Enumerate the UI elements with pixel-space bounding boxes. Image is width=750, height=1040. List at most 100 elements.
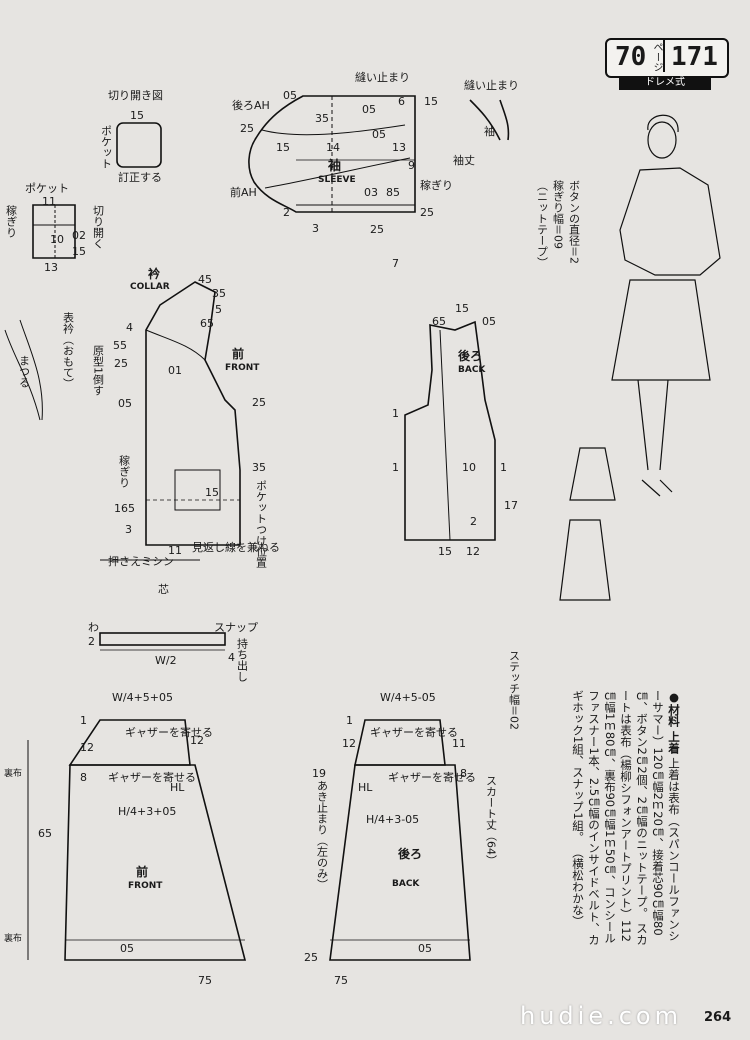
sleeve-dim-18: 7 <box>392 257 399 270</box>
waistband-dim-1: 2 <box>88 635 95 648</box>
skirt-back-dim-3: 11 <box>452 737 466 750</box>
page-reference-badge: 70 ページ 171 ドレメ式 <box>605 38 731 90</box>
materials-line-2: スカートは表布（楊柳シフォンアートプリント）112㎝幅1ｍ80㎝、裏布90㎝幅1… <box>571 690 649 946</box>
back-dim-10: 15 <box>438 545 452 558</box>
skirt-front-bottom: 05 <box>120 942 134 955</box>
stitch-stop-detail <box>469 99 510 141</box>
collar-title-en: COLLAR <box>130 282 170 292</box>
skirt-front-hem: 75 <box>198 974 212 987</box>
front-title-ja: 前 <box>232 347 245 361</box>
watermark: hudie.com <box>520 1002 682 1030</box>
sleeve-dim-15: 3 <box>312 222 319 235</box>
sleeve-dim-2: 35 <box>315 112 329 125</box>
skirt-front-dim-4: 8 <box>80 771 87 784</box>
waistband-snap: スナップ <box>214 621 258 634</box>
skirt-back-hip-formula: H/4+3-05 <box>366 813 420 826</box>
pocket-dim-4: 15 <box>72 245 86 258</box>
skirt-front-length: 65 <box>38 827 52 840</box>
back-dim-6: 10 <box>462 461 476 474</box>
tsuru-label: まつる <box>17 355 31 388</box>
skirt-front-hip-formula: H/4+3+05 <box>118 805 177 818</box>
back-dim-1: 15 <box>455 302 469 315</box>
sleeve-stop-label: 縫い止まり <box>355 71 410 84</box>
skirt-back-dim-8: 75 <box>334 974 348 987</box>
pocket-dim-2: 10 <box>50 233 64 246</box>
skirt-back-title-ja: 後ろ <box>398 847 423 861</box>
back-bodice-piece <box>404 320 496 541</box>
back-dim-9: 2 <box>470 515 477 528</box>
sleeve-dim-9: 05 <box>372 128 386 141</box>
collar-dim-3: 5 <box>215 303 222 316</box>
pocket-open-outline <box>116 122 162 168</box>
pocket-dim-1: 11 <box>42 195 56 208</box>
pocket-open-dim: 15 <box>130 109 144 122</box>
back-dim-2: 65 <box>432 315 446 328</box>
skirt-front-title-en: FRONT <box>128 881 163 891</box>
skirt-front-left-label-1: 裏布 <box>4 769 23 779</box>
basic-label: 原型1倒す <box>91 345 105 396</box>
skirt-back-dim-4: 19 <box>312 767 326 780</box>
front-dim-6: 01 <box>168 364 182 377</box>
badge-divider <box>663 40 665 72</box>
collar-title-ja: 衿 <box>148 267 161 281</box>
front-dim-5: 05 <box>118 397 132 410</box>
skirt-front-title-ja: 前 <box>136 865 149 879</box>
skirt-back-hl: HL <box>358 781 373 794</box>
front-dim-4: 25 <box>114 357 128 370</box>
sleeve-dim-16: 25 <box>420 206 434 219</box>
skirt-back-dim-5: 8 <box>460 767 467 780</box>
skirt-front-left-label-2: 裏布 <box>4 934 23 944</box>
sleeve-dim-5: 05 <box>362 103 376 116</box>
skirt-back-title-en: BACK <box>392 879 420 889</box>
materials-text: ●材料 上着 上着は表布（スパンコールファンシーサマー）120㎝幅2ｍ20㎝、接… <box>570 690 682 950</box>
knit-tape: （ニットテープ） <box>535 180 549 268</box>
skirt-back-dim-2: 12 <box>342 737 356 750</box>
skirt-front-top-formula: W/4+5+05 <box>112 691 174 704</box>
skirt-back-dim-7: 25 <box>304 951 318 964</box>
skirt-front-gather-2: ギャザーを寄せる <box>108 771 196 784</box>
skirt-back-opening: あき止まり（左のみ） <box>315 780 329 890</box>
front-armhole-label: 前AH <box>230 186 257 199</box>
back-armhole-label: 後ろAH <box>232 99 270 112</box>
pocket-dim-5: 13 <box>44 261 58 274</box>
facing-width: 稼ぎり幅＝09 <box>551 180 565 249</box>
button-diameter: ボタンの直径＝2 <box>567 180 581 264</box>
page-ref-number: 70 <box>615 42 647 72</box>
front-dim-1: 4 <box>126 321 133 334</box>
front-facing-label: 稼ぎり <box>117 455 131 488</box>
materials-label: ●材料 <box>667 690 681 727</box>
method-label: ドレメ式 <box>619 76 711 90</box>
sleeve-title-en: SLEEVE <box>318 175 356 185</box>
sleeve-dim-1: 05 <box>283 89 297 102</box>
skirt-front-dim-2: 12 <box>80 741 94 754</box>
model-number: 171 <box>671 42 718 72</box>
skirt-back-piece <box>329 719 471 961</box>
materials-line-1: 上着は表布（スパンコールファンシーサマー）120㎝幅2ｍ20㎝、接着芯90㎝幅8… <box>635 690 681 942</box>
sleeve-dim-6: 6 <box>398 95 405 108</box>
pocket-open: 切り開く <box>91 205 105 249</box>
back-dim-8: 17 <box>504 499 518 512</box>
sleeve-dim-3: 25 <box>240 122 254 135</box>
skirt-back-top-formula: W/4+5-05 <box>380 691 436 704</box>
front-dim-12: 165 <box>114 502 135 515</box>
skirt-length-note: スカート丈（64） <box>484 775 498 866</box>
collar-dim-2: 35 <box>212 287 226 300</box>
waistband-dim-3: W/2 <box>155 654 177 667</box>
pocket-dim-3: 02 <box>72 229 86 242</box>
pocket-title: ポケット <box>25 182 69 195</box>
back-title-ja: 後ろ <box>458 349 483 363</box>
skirt-back-dim-6: 05 <box>418 942 432 955</box>
back-dim-3: 05 <box>482 315 496 328</box>
skirt-front-hl: HL <box>170 781 185 794</box>
page-ref-suffix: ページ <box>651 42 662 72</box>
back-dim-7: 1 <box>500 461 507 474</box>
skirt-back-gather-1: ギャザーを寄せる <box>370 726 458 739</box>
back-dim-11: 12 <box>466 545 480 558</box>
stitch-width-note: ステッチ幅＝02 <box>507 650 521 730</box>
waistband-wa: わ <box>88 621 99 634</box>
detail-stop-label: 縫い止まり <box>464 79 519 92</box>
skirt-back-dim-1: 1 <box>346 714 353 727</box>
topstitch-label: 押さえミシン <box>108 555 174 568</box>
pocket-piece <box>32 204 76 259</box>
